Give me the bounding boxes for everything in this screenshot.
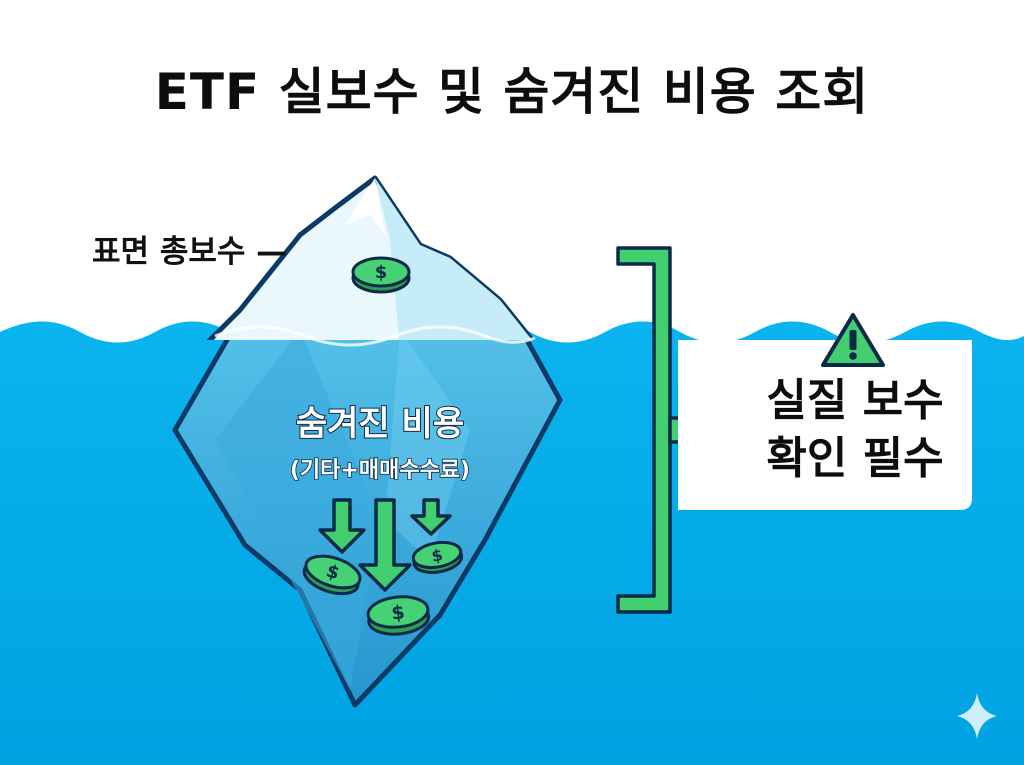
callout-line-1: 실질 보수 [766,375,944,426]
callout-line-2: 확인 필수 [766,433,944,484]
callout-text: 실질 보수 확인 필수 [735,372,975,488]
hidden-cost-label: 숨겨진 비용 [295,403,465,445]
iceberg-underwater [172,338,563,708]
page-title: ETF 실보수 및 숨겨진 비용 조회 [154,63,870,121]
svg-text:$: $ [430,545,444,566]
callout-panel [678,340,972,510]
warning-triangle-icon [821,313,885,367]
svg-text:$: $ [324,561,342,585]
waterline [214,325,536,347]
dollar-coin-icon: $ [366,595,431,636]
svg-text:$: $ [375,262,388,283]
dollar-coin-icon: $ [411,540,464,574]
hidden-cost-sub-label: (기타+매매수수료) [289,457,471,484]
dollar-coin-icon: $ [351,256,411,294]
svg-text:$: $ [390,601,405,624]
sparkle-icon [957,693,997,739]
surface-fee-label: 표면 총보수 — [92,234,288,270]
down-arrow-icon [410,498,452,536]
bracket [616,246,672,614]
dollar-coin-icon: $ [302,554,362,596]
down-arrow-icon [358,498,412,592]
down-arrow-icon [318,498,366,554]
